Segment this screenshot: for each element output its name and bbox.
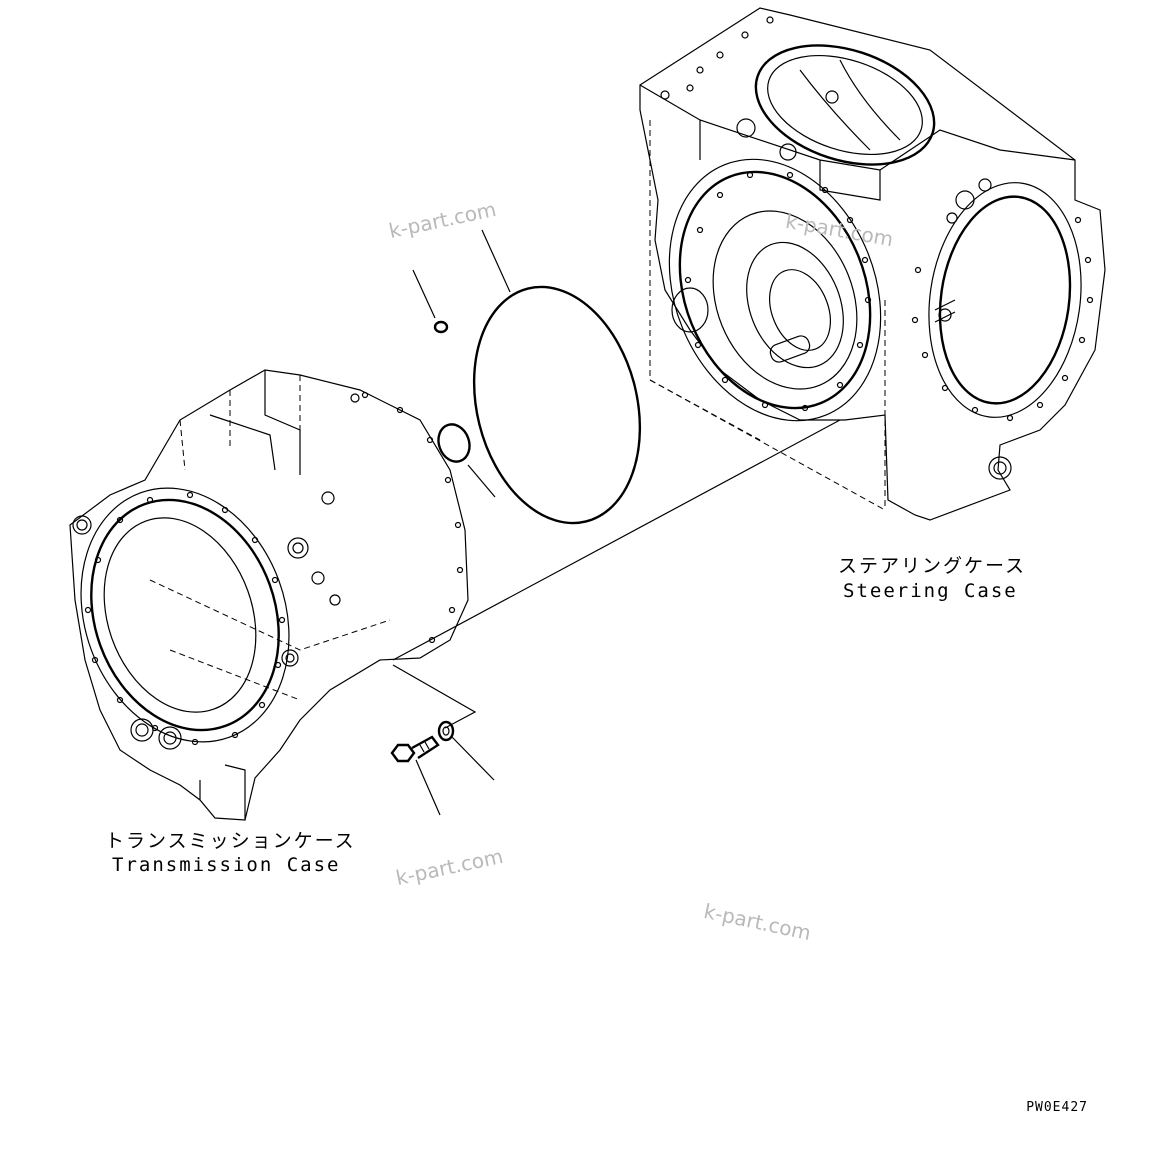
steering-case-label-en: Steering Case	[843, 580, 1018, 602]
steering-flange-bolt-holes	[684, 171, 872, 412]
transmission-case	[69, 369, 469, 821]
figure-code: PW0E427	[1026, 1100, 1088, 1115]
tiny-o-ring	[433, 320, 449, 334]
transmission-side-bolt-holes	[361, 391, 464, 644]
bolt	[390, 735, 440, 763]
small-o-ring	[437, 423, 471, 463]
transmission-flange-bolt-holes	[84, 491, 286, 746]
steering-case	[639, 7, 1106, 521]
washer	[437, 720, 455, 742]
steering-case-label-jp: ステアリングケース	[838, 555, 1027, 577]
large-o-ring	[472, 285, 642, 525]
leader-lines	[392, 229, 841, 816]
transmission-case-label-en: Transmission Case	[112, 854, 341, 876]
transmission-case-label-jp: トランスミッションケース	[105, 830, 356, 852]
steering-side-bolt-holes	[911, 216, 1094, 422]
